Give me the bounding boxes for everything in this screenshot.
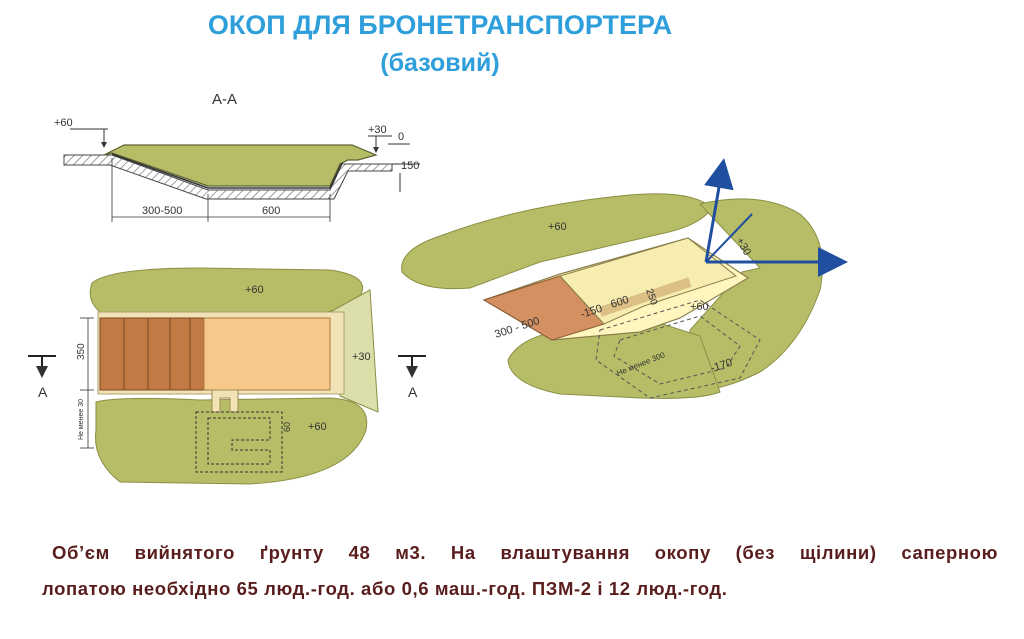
level-zero: 0 — [398, 131, 404, 143]
persp-floor — [559, 237, 738, 325]
plan-label-bottom: +60 — [308, 421, 327, 433]
plan-label-top: +60 — [245, 284, 264, 296]
persp-label-plus60: +60 — [690, 301, 709, 313]
persp-mound-back — [401, 193, 713, 290]
plan-pit-floor — [203, 317, 331, 391]
caption-line-2: лопатою необхідно 65 люд.-год. або 0,6 м… — [42, 578, 728, 599]
cross-section: А-А +60 +30 0 150 300-500 600 — [54, 91, 420, 222]
persp-label-600: 600 — [609, 294, 630, 311]
plan-label-right: +30 — [352, 351, 371, 363]
perspective-view: +60 +30 300 - 500 -150 600 250 +60 Не ме… — [401, 158, 848, 399]
dim-ramp: 300-500 — [142, 205, 182, 217]
page-title: ОКОП ДЛЯ БРОНЕТРАНСПОРТЕРА — [207, 10, 673, 40]
plan-mound-top — [89, 267, 364, 313]
depth-150: 150 — [401, 160, 419, 172]
section-label: А-А — [212, 91, 237, 108]
page-subtitle: (базовий) — [380, 49, 500, 77]
plan-ramp — [99, 317, 205, 391]
dim-pit: 600 — [262, 205, 280, 217]
plan-dim-slot: 60 — [282, 422, 292, 432]
pit-outline — [111, 153, 343, 189]
plan-mound-bottom — [95, 397, 368, 485]
axis-up-arrow — [704, 158, 734, 263]
parapet-mound — [103, 144, 378, 187]
level-plus30: +30 — [368, 124, 387, 136]
caption-line-1: Об’єм вийнятого ґрунту 48 м3. На влаштув… — [52, 542, 998, 563]
persp-label-top: +60 — [548, 221, 567, 233]
cut-label-right: А — [408, 384, 418, 400]
cut-label-left: А — [38, 384, 48, 400]
axis-diag — [705, 213, 753, 263]
caption: Об’єм вийнятого ґрунту 48 м3. На влаштув… — [42, 535, 998, 607]
ground-hatch — [63, 154, 393, 200]
plan-view: +60 +30 +60 60 350 Не менее 30 А А — [28, 267, 426, 485]
plan-shelter — [195, 411, 283, 473]
level-plus60: +60 — [54, 117, 73, 129]
plan-dim-min: Не менее 30 — [78, 399, 85, 440]
plan-dim-width: 350 — [76, 343, 87, 360]
persp-shelter — [595, 299, 761, 399]
